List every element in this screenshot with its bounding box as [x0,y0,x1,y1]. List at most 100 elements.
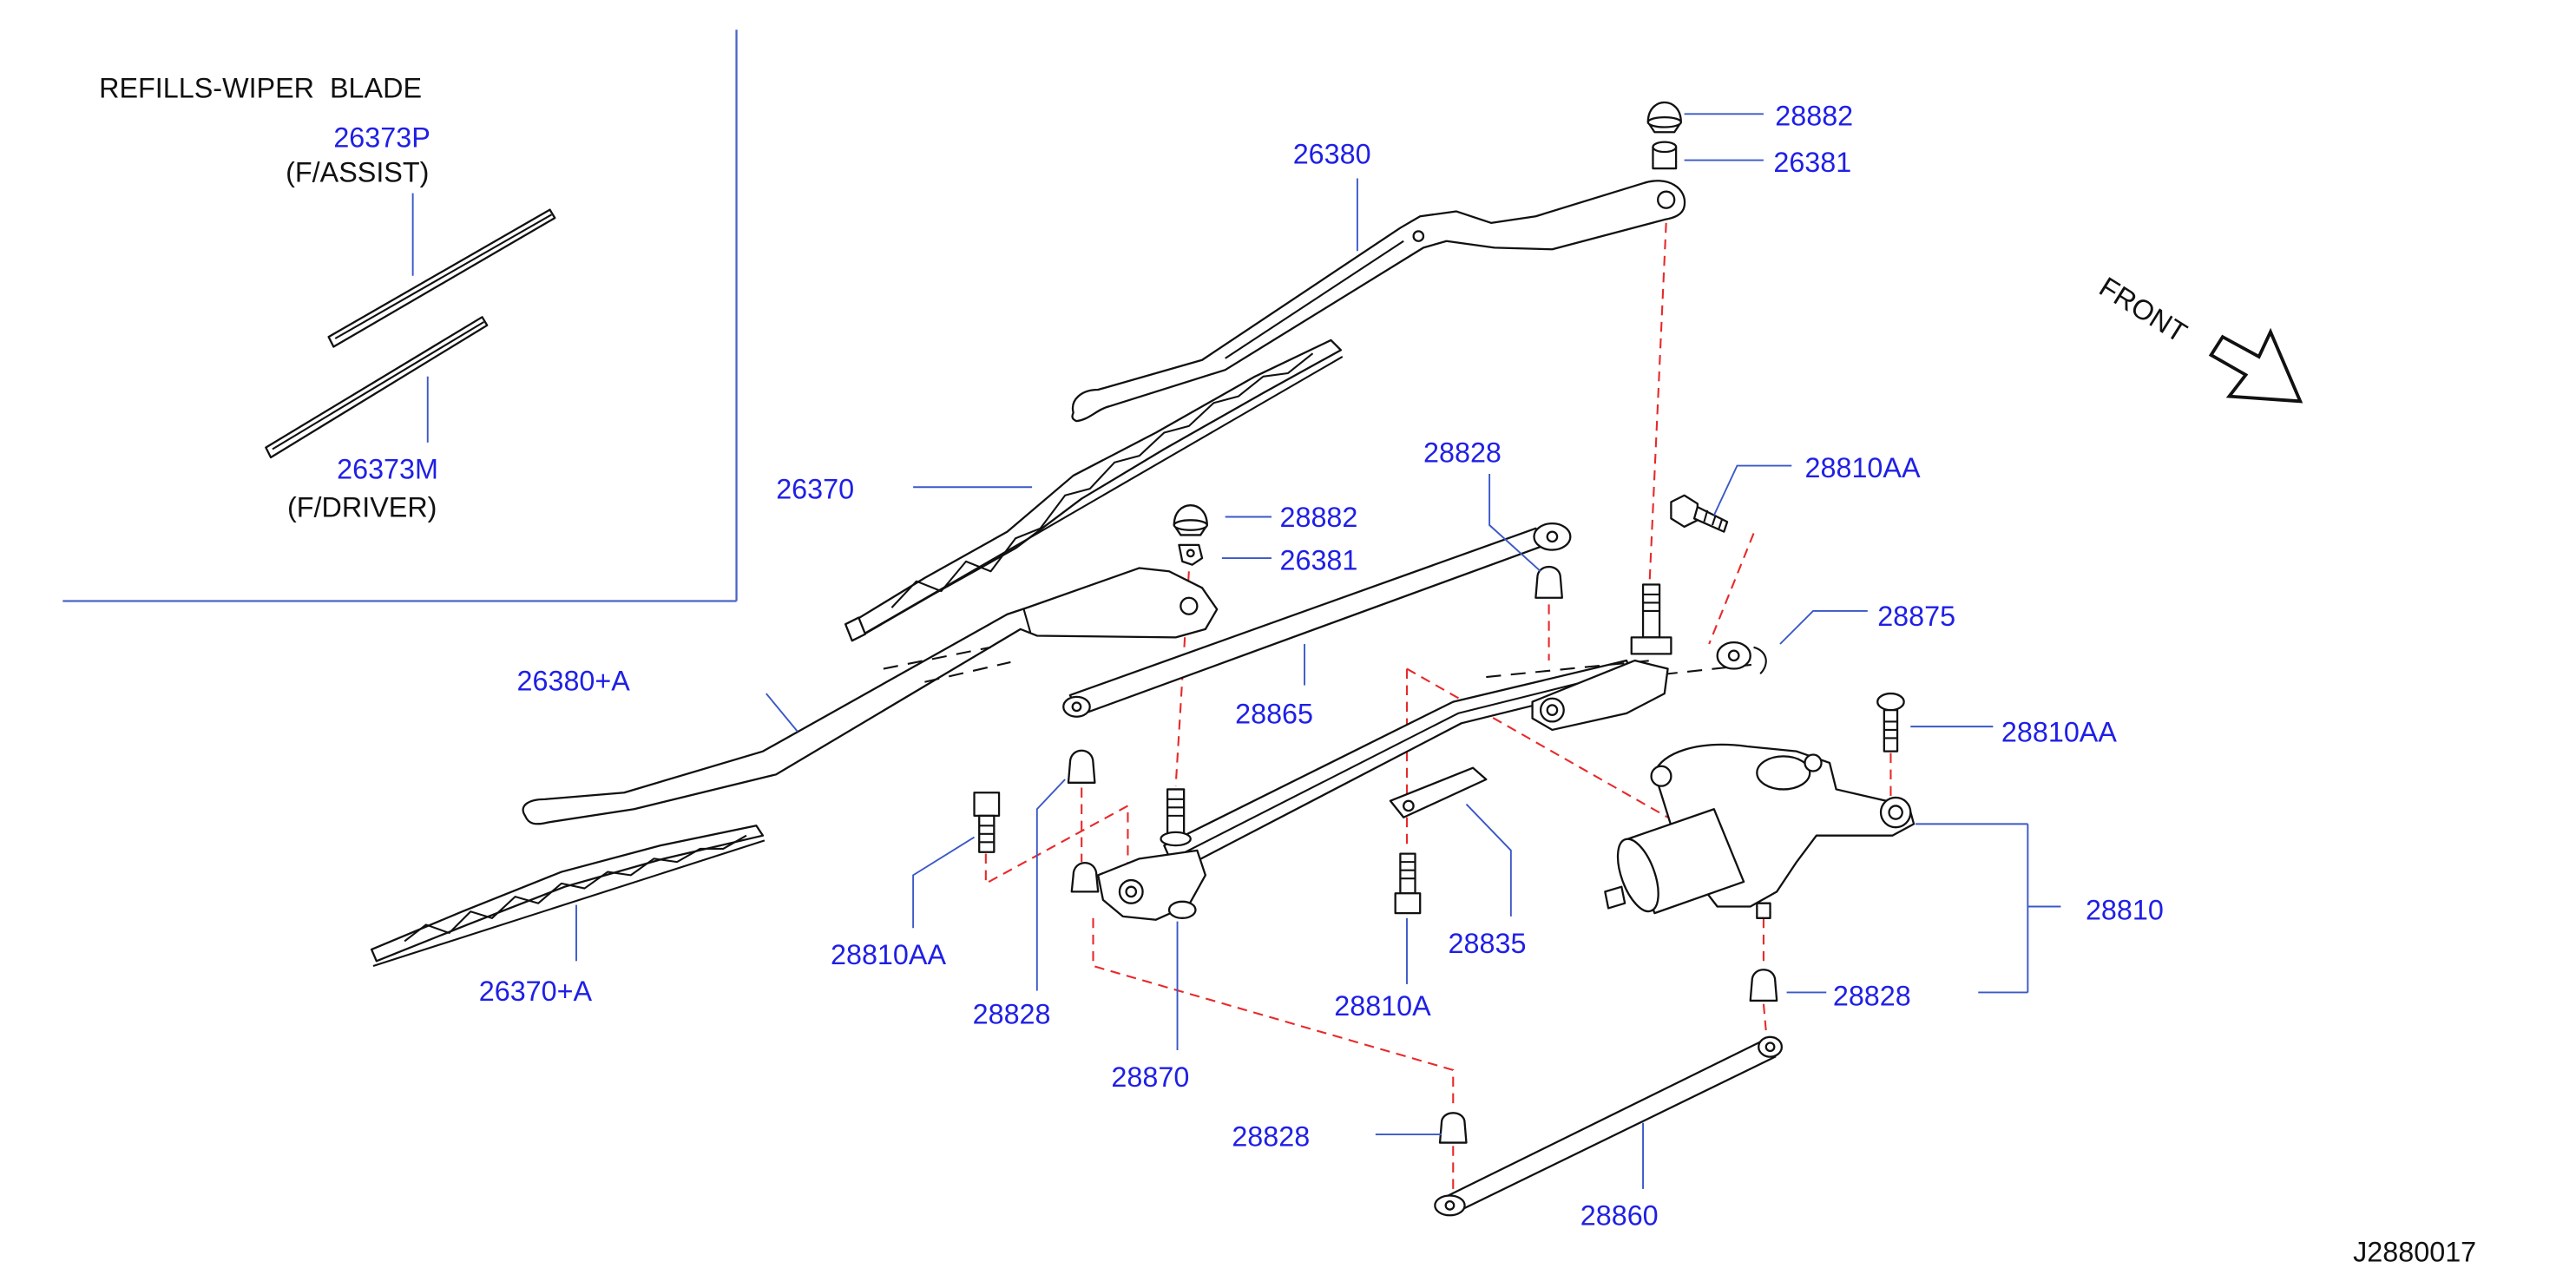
leader-line [766,693,798,733]
blade-frame [370,825,765,963]
leader-line [1465,803,1512,917]
callout-28810[interactable]: 28810 [2086,895,2164,926]
bolt-head [1394,892,1422,915]
callout-26381-top[interactable]: 26381 [1773,147,1851,178]
bracket [1389,766,1488,818]
pivot-eye-hole [1125,885,1138,898]
shaft-thread [1643,593,1660,612]
motor-shaft [1604,885,1626,910]
callout-26373M[interactable]: 26373M [337,454,438,485]
grommet [1716,641,1767,674]
ball-joint-body [1438,1112,1468,1144]
bolt-shank [1692,505,1729,533]
grommet-lip [1753,646,1767,674]
ball-joint-body [1749,969,1778,1002]
assembly-line [1762,1003,1768,1041]
arm-crease [1225,240,1404,359]
callout-26373P[interactable]: 26373P [333,122,430,153]
arm-step [1022,608,1032,633]
nut-mid [1178,543,1204,566]
bolt-right [1876,692,1905,752]
callout-28810AA-top[interactable]: 28810AA [1805,452,1921,483]
pivot-hole [1180,596,1199,615]
cap-mid [1173,504,1208,536]
motor-end-cap [1616,838,1659,913]
blade-claws [890,352,1314,608]
gear-cover [1756,755,1811,791]
mount-lug [1650,765,1672,787]
arm-outline [522,567,1219,825]
callout-26380[interactable]: 26380 [1293,138,1371,169]
ball-joint-lower [1438,1112,1468,1144]
pivot-left [1070,788,1207,921]
shaft-thread [1167,798,1185,817]
rod-eye-hole [1444,1199,1456,1211]
rod-body [1443,1039,1777,1215]
bolt-head [973,792,1001,818]
hidden-line [883,646,991,670]
pivot-hole [1657,190,1676,209]
callout-28870[interactable]: 28870 [1111,1061,1189,1093]
driver-note: (F/DRIVER) [287,492,437,523]
bolt-thread [1703,509,1724,529]
ball-joint-right [1749,969,1778,1002]
blade-claws [404,834,747,943]
front-arrow-icon [2208,327,2303,404]
pivot-right [1531,583,1672,732]
callout-28828-right[interactable]: 28828 [1833,981,1911,1012]
callout-28882-mid[interactable]: 28882 [1279,502,1357,533]
refills-inset: REFILLS-WIPER BLADE 26373P (F/ASSIST) 26… [62,30,738,602]
bolt-top [1670,494,1729,533]
bolt-shank [1399,852,1416,895]
callout-28810AA-right[interactable]: 28810AA [2001,716,2117,747]
nut-top-face [1652,141,1678,154]
callout-28810AA-left[interactable]: 28810AA [831,939,946,970]
callout-26370[interactable]: 26370 [776,474,854,505]
callout-28828-lower[interactable]: 28828 [1232,1120,1310,1152]
wiper-motor [1604,743,1916,919]
callout-26380A[interactable]: 26380+A [517,665,631,696]
front-indicator: FRONT [2094,271,2303,404]
inset-title: REFILLS-WIPER BLADE [99,72,422,103]
wiper-blade-driver [370,825,766,967]
leader-line [1488,474,1541,572]
leader-bracket [1915,823,2061,994]
bolt-left [973,792,1001,853]
callout-28810A[interactable]: 28810A [1334,990,1431,1022]
nut-hole [1186,549,1195,558]
callout-28865[interactable]: 28865 [1235,698,1313,729]
mount-lug [1804,753,1823,772]
leader-lines [575,113,2061,1189]
hidden-line [924,660,1011,683]
assembly-line [1406,667,1669,818]
rivet [1412,230,1425,242]
pivot-collar [1160,831,1192,847]
callout-26370A[interactable]: 26370+A [479,976,593,1007]
drawing-number: J2880017 [2353,1237,2476,1268]
bolt-head [1876,692,1905,712]
assembly-line [1092,917,1455,1110]
front-label: FRONT [2094,271,2193,349]
link-rod-upper [1062,522,1572,718]
nut-top [1652,141,1678,170]
grommet-hole [1727,649,1740,662]
blade-rubber [372,839,766,967]
callout-28860[interactable]: 28860 [1580,1200,1659,1232]
blade-end-clip [844,616,867,642]
callout-26381-mid[interactable]: 26381 [1279,544,1357,575]
link-rod-lower [1434,1035,1784,1217]
part-callouts: 26380 28882 26381 26370 28828 28810AA 28… [479,101,2164,1232]
callout-28882-top[interactable]: 28882 [1775,101,1853,132]
callout-28835[interactable]: 28835 [1449,928,1527,959]
rod-eye-hole [1071,701,1082,713]
pivot-eye-hole [1546,704,1559,716]
callout-28828-upper[interactable]: 28828 [1423,437,1502,469]
bolt-thread [1883,720,1898,739]
cap-rim [1173,519,1208,531]
leader-line [912,836,976,929]
callout-28828-left[interactable]: 28828 [973,999,1051,1030]
ball-joint-body [1534,565,1563,599]
callout-28875[interactable]: 28875 [1877,601,1955,632]
pivot-body [1531,659,1669,732]
refill-edge [272,321,484,450]
